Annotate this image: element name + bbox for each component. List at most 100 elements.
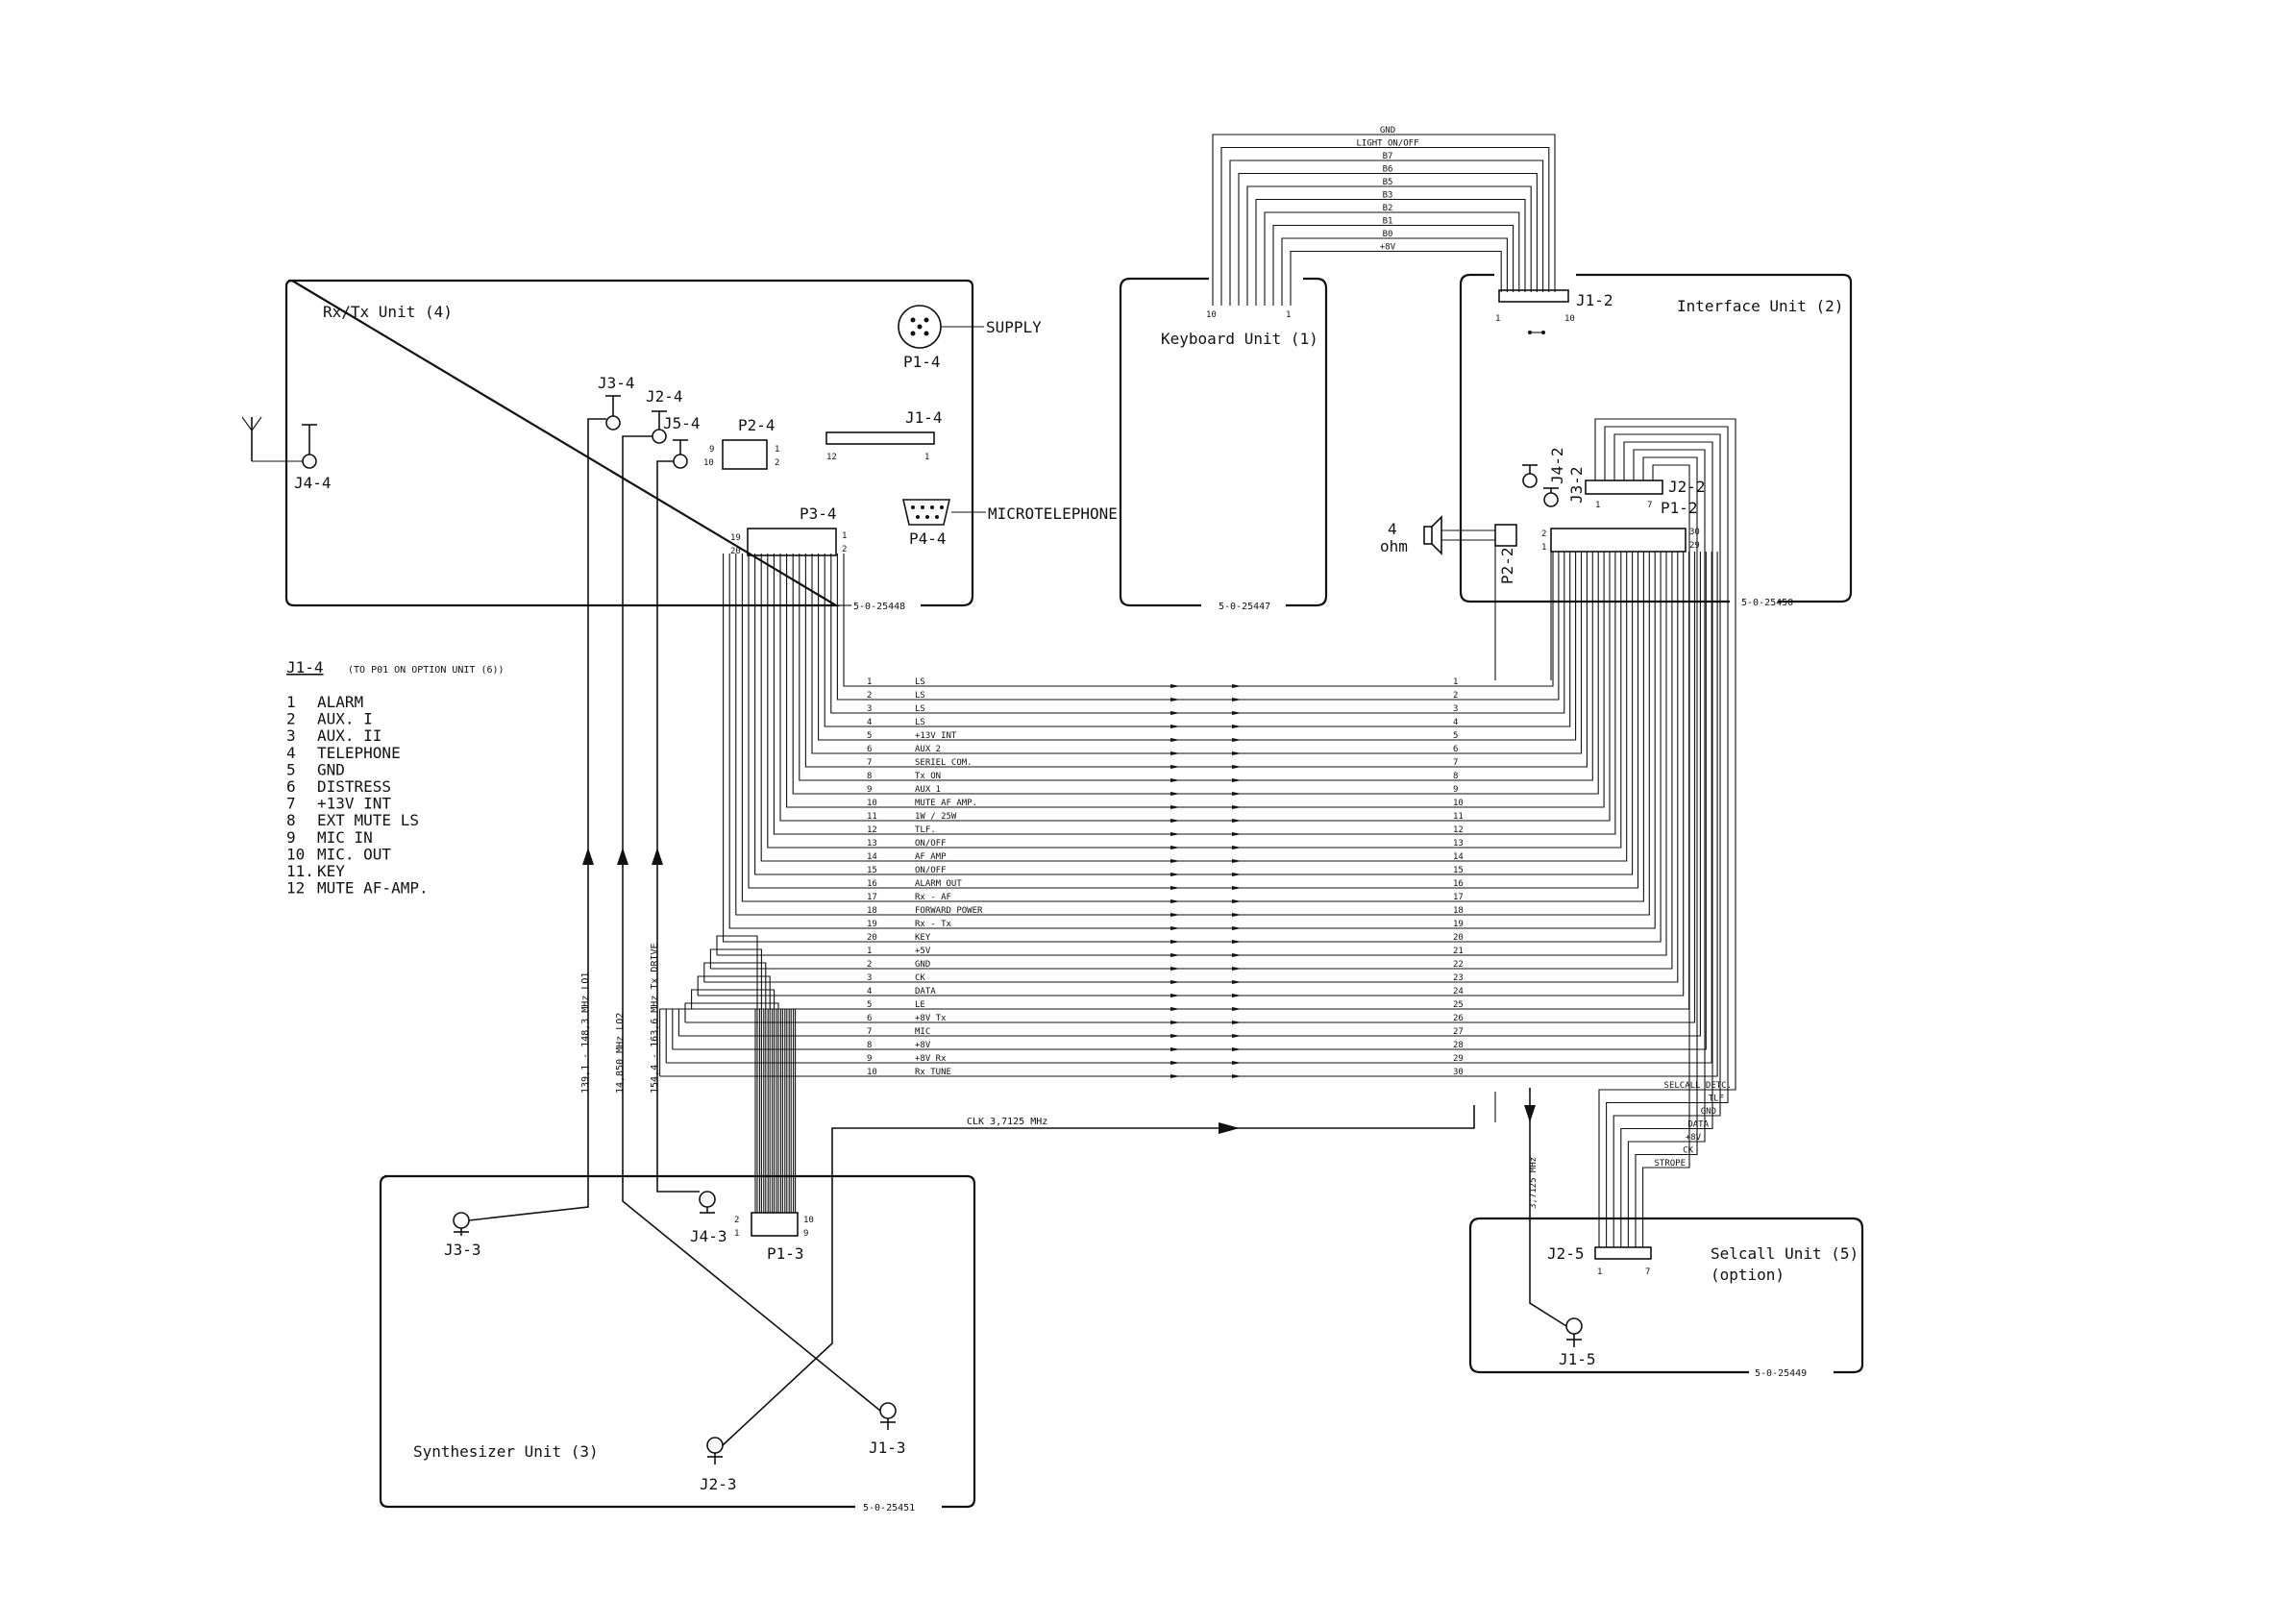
- j2-5-label: J2-5: [1547, 1244, 1585, 1263]
- keyboard-bus-signal: B5: [1383, 178, 1393, 187]
- j1-4-table-signal: AUX. II: [317, 726, 382, 745]
- p1-2-pin-30: 30: [1689, 528, 1700, 537]
- p1-2-pin-2: 2: [1541, 529, 1546, 539]
- j1-4-pin-12: 12: [826, 453, 837, 462]
- keyboard-bus-signal: B6: [1383, 165, 1393, 175]
- harness-signal: +8V Rx: [915, 1054, 947, 1064]
- microtelephone-label: MICROTELEPHONE: [988, 504, 1118, 523]
- harness-wire: [748, 552, 1639, 889]
- harness-wire: [773, 552, 1616, 835]
- j1-4-connector: [825, 431, 935, 445]
- harness-right-pin: 3: [1453, 704, 1458, 714]
- harness-wire: [754, 552, 1634, 875]
- p1-2-pin-29: 29: [1689, 541, 1700, 551]
- harness-right-pin: 2: [1453, 691, 1458, 701]
- harness-arrow-icon: [1232, 805, 1242, 809]
- j3-2-label: J3-2: [1567, 466, 1586, 504]
- j1-2-connector: [1498, 289, 1569, 303]
- harness-right-pin: 14: [1453, 852, 1464, 862]
- selcall-bus-signal: +8V: [1686, 1133, 1702, 1143]
- harness-arrow-icon: [1170, 873, 1180, 876]
- txdrive-label: 154,4 - 163,6 MHz Tx DRIVE: [650, 943, 660, 1094]
- harness-wire: [717, 552, 1667, 956]
- harness-right-pin: 23: [1453, 973, 1464, 983]
- harness-arrow-icon: [1170, 859, 1180, 863]
- harness-right-pin: 12: [1453, 825, 1464, 835]
- harness-signal: CK: [915, 973, 925, 983]
- double-arrow-icon: [1528, 331, 1545, 334]
- harness-arrow-icon: [1232, 698, 1242, 701]
- harness-signal: +8V Tx: [915, 1014, 947, 1023]
- synth-harness-wire: [709, 948, 762, 1213]
- j2-3-coax-icon: [706, 1437, 724, 1464]
- harness-signal: GND: [915, 960, 930, 970]
- harness-signal: LS: [915, 718, 925, 727]
- harness-right-pin: 5: [1453, 731, 1458, 741]
- harness-wire: [698, 552, 1685, 997]
- harness-left-pin: 9: [867, 1054, 872, 1064]
- j3-3-label: J3-3: [444, 1241, 481, 1259]
- synth-harness-wire: [716, 935, 758, 1213]
- harness-right-pin: 21: [1453, 947, 1464, 956]
- keyboard-bus-wire: [1229, 160, 1544, 306]
- harness-left-pin: 2: [867, 960, 872, 970]
- harness-signal: FORWARD POWER: [915, 906, 983, 916]
- harness-wire: [799, 552, 1593, 781]
- selcall-bus-wire: [1613, 494, 1721, 1247]
- harness-right-pin: 9: [1453, 785, 1458, 795]
- harness-signal: MUTE AF AMP.: [915, 799, 977, 808]
- harness-arrow-icon: [1232, 711, 1242, 715]
- supply-connector-icon: [898, 305, 984, 349]
- harness-left-pin: 13: [867, 839, 877, 849]
- p1-4-label: P1-4: [903, 353, 941, 371]
- j1-4-table-signal: KEY: [317, 862, 345, 880]
- harness-left-pin: 3: [867, 704, 872, 714]
- harness-right-pin: 8: [1453, 772, 1458, 781]
- j1-4-table-signal: EXT MUTE LS: [317, 811, 419, 829]
- harness-arrow-icon: [1170, 1021, 1180, 1024]
- j1-4-table-pin: 10: [286, 845, 305, 863]
- harness-arrow-icon: [1232, 1061, 1242, 1065]
- keyboard-bus-wire: [1264, 211, 1520, 306]
- synth-harness-wire: [697, 975, 771, 1213]
- harness-signal: +8V: [915, 1041, 931, 1050]
- harness-right-pin: 4: [1453, 718, 1458, 727]
- harness-left-pin: 17: [867, 893, 877, 902]
- p1-3-pin-9: 9: [803, 1229, 808, 1239]
- harness-arrow-icon: [1170, 926, 1180, 930]
- p3-4-pin-19: 19: [730, 533, 741, 543]
- j1-4-table-pin: 2: [286, 710, 296, 728]
- harness-wire: [703, 552, 1679, 983]
- rxtx-unit-title: Rx/Tx Unit (4): [323, 303, 453, 321]
- j1-5-label: J1-5: [1559, 1350, 1596, 1368]
- j3-4-coax-icon: [605, 395, 621, 431]
- harness-signal: LS: [915, 691, 925, 701]
- harness-wire: [824, 552, 1571, 727]
- harness-right-pin: 29: [1453, 1054, 1464, 1064]
- harness-right-pin: 6: [1453, 745, 1458, 754]
- harness-arrow-icon: [1170, 1061, 1180, 1065]
- harness-arrow-icon: [1232, 832, 1242, 836]
- harness-arrow-icon: [1232, 819, 1242, 823]
- harness-signal: LS: [915, 704, 925, 714]
- harness-right-pin: 1: [1453, 677, 1458, 687]
- lo1-arrow-icon: [582, 848, 594, 865]
- harness-signal: LS: [915, 677, 925, 687]
- harness-left-pin: 7: [867, 758, 872, 768]
- harness-arrow-icon: [1232, 967, 1242, 971]
- harness-wire: [836, 552, 1560, 701]
- p2-4-label: P2-4: [738, 416, 776, 434]
- j4-4-label: J4-4: [294, 474, 332, 492]
- harness-right-pin: 22: [1453, 960, 1464, 970]
- harness-signal: Rx - AF: [915, 893, 951, 902]
- harness-arrow-icon: [1232, 1074, 1242, 1078]
- keyboard-unit-title: Keyboard Unit (1): [1161, 330, 1318, 348]
- j1-4-table-pin: 11.: [286, 862, 314, 880]
- harness-arrow-icon: [1232, 792, 1242, 796]
- p2-2-label: P2-2: [1498, 547, 1516, 584]
- harness-arrow-icon: [1170, 819, 1180, 823]
- clk-vertical-label: 3,7125 MHz: [1529, 1157, 1539, 1209]
- harness-left-pin: 8: [867, 772, 872, 781]
